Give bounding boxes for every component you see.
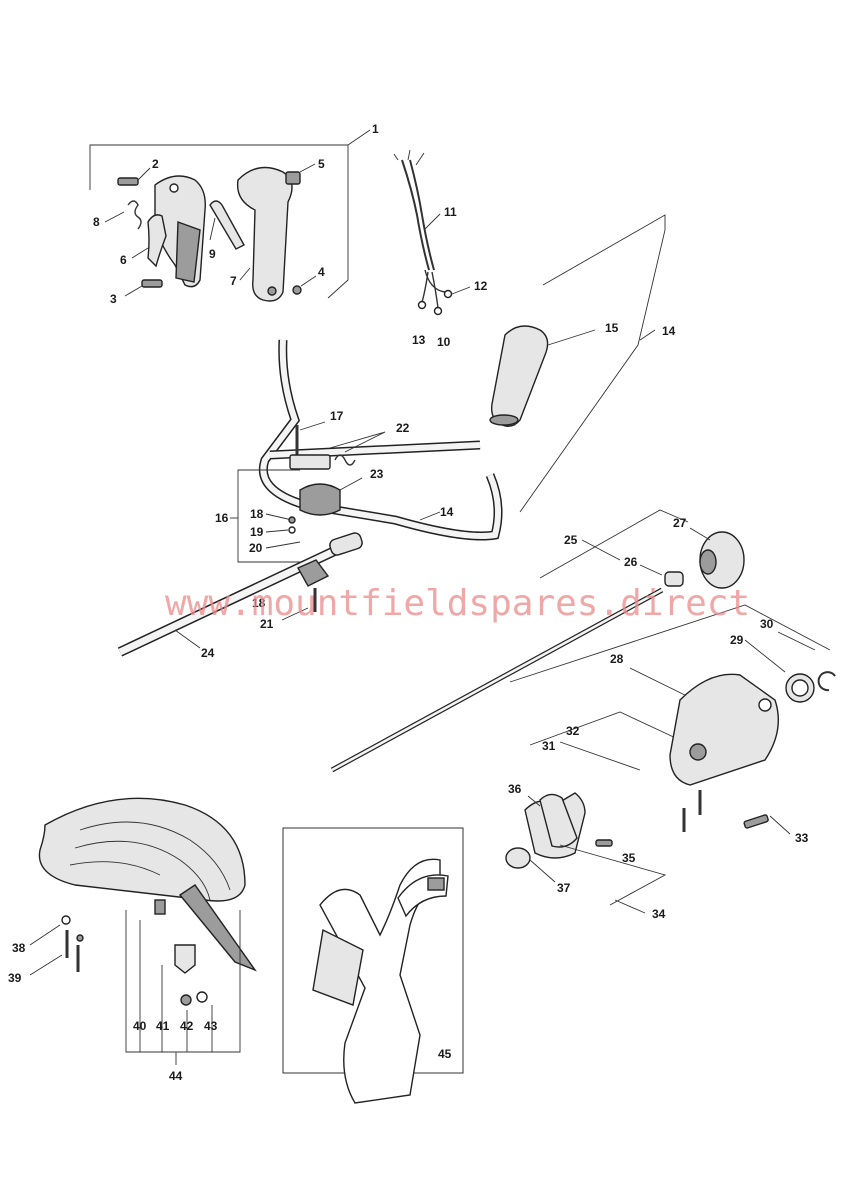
- callout-33: 33: [795, 831, 809, 845]
- callout-42: 42: [180, 1019, 194, 1033]
- callout-3: 3: [110, 292, 117, 306]
- callout-30: 30: [760, 617, 774, 631]
- callout-27: 27: [673, 516, 687, 530]
- callout-25: 25: [564, 533, 578, 547]
- callout-31: 31: [542, 739, 556, 753]
- throttle-housing-part-6: [131, 175, 206, 288]
- callout-15: 15: [605, 321, 619, 335]
- callout-13: 13: [412, 333, 426, 347]
- nut-part-5: [285, 163, 316, 185]
- callout-labels: 1 2 3 4 5 6 7 8 9 10 11 12 13 14 14 15 1…: [8, 122, 809, 1083]
- callout-39: 39: [8, 971, 22, 985]
- watermark-text: www.mountfieldspares.direct: [165, 583, 750, 624]
- spring-part-8: [104, 200, 142, 230]
- bracket-part-16: [230, 469, 301, 563]
- callout-8: 8: [93, 215, 100, 229]
- handle-assembly-bracket: [89, 129, 371, 299]
- wiring-harness-part-11: [393, 149, 471, 316]
- callout-18-upper: 18: [250, 507, 264, 521]
- callout-43: 43: [204, 1019, 218, 1033]
- callout-14-upper: 14: [662, 324, 676, 338]
- guard-extension: [178, 884, 257, 972]
- callout-45: 45: [438, 1047, 452, 1061]
- callout-35: 35: [622, 851, 636, 865]
- bolt-part-38: [29, 915, 71, 946]
- callout-23: 23: [370, 467, 384, 481]
- screw-part-21: [281, 588, 317, 621]
- callout-34: 34: [652, 907, 666, 921]
- callout-11: 11: [444, 205, 457, 219]
- handle-grip-part-7: [236, 166, 293, 302]
- callout-36: 36: [508, 782, 522, 796]
- callout-17: 17: [330, 409, 344, 423]
- cap-part-37: [505, 847, 556, 883]
- callout-12: 12: [474, 279, 488, 293]
- callout-5: 5: [318, 157, 325, 171]
- fastener-set-40-43: [125, 899, 241, 1065]
- screw-part-2: [117, 167, 151, 186]
- screw-part-3: [124, 279, 163, 297]
- callout-18-lower: 18: [252, 596, 266, 610]
- callout-16: 16: [215, 511, 229, 525]
- screw-part-35: [595, 839, 613, 847]
- callout-22: 22: [396, 421, 410, 435]
- callout-40: 40: [133, 1019, 147, 1033]
- grass-guard: [38, 797, 246, 902]
- callout-24: 24: [201, 646, 215, 660]
- callout-10: 10: [437, 335, 451, 349]
- callout-7: 7: [230, 274, 237, 288]
- callout-4: 4: [318, 265, 325, 279]
- callout-37: 37: [557, 881, 571, 895]
- callout-6: 6: [120, 253, 127, 267]
- shaft-part-24: [117, 534, 363, 657]
- callout-44: 44: [169, 1069, 183, 1083]
- guard-bracket-part-36: [524, 792, 586, 859]
- bearing-part-29: [785, 673, 815, 703]
- callout-38: 38: [12, 941, 26, 955]
- gearbox-housing-part-28: [669, 673, 780, 786]
- tube-part-20: [297, 532, 363, 587]
- callout-28: 28: [610, 652, 624, 666]
- lever-part-9: [209, 200, 245, 250]
- screw-part-33: [743, 814, 791, 835]
- gearbox-frame-lines: [509, 604, 831, 771]
- nut-part-4: [292, 275, 317, 295]
- callout-9: 9: [209, 247, 216, 261]
- callout-21: 21: [260, 617, 274, 631]
- callout-20: 20: [249, 541, 263, 555]
- circlip-part-30: [817, 671, 836, 692]
- coupling-part-26: [664, 571, 684, 587]
- guard-frame-lines: [559, 844, 667, 914]
- clutch-drum-part-27: [689, 527, 745, 589]
- callout-19: 19: [250, 525, 264, 539]
- callout-32: 32: [566, 724, 580, 738]
- callout-41: 41: [156, 1019, 170, 1033]
- grip-part-15: [489, 325, 596, 427]
- handlebar-part-14: [259, 339, 503, 541]
- harness-box-part-45: [282, 827, 464, 1104]
- callout-14-lower: 14: [440, 505, 454, 519]
- bolt-part-39: [29, 930, 84, 976]
- drive-shaft-part-25: [330, 509, 689, 773]
- callout-1: 1: [372, 122, 379, 136]
- handlebar-frame-lines: [519, 214, 666, 513]
- callout-26: 26: [624, 555, 638, 569]
- callout-29: 29: [730, 633, 744, 647]
- callout-2: 2: [152, 157, 159, 171]
- clamp-assembly: [289, 421, 386, 516]
